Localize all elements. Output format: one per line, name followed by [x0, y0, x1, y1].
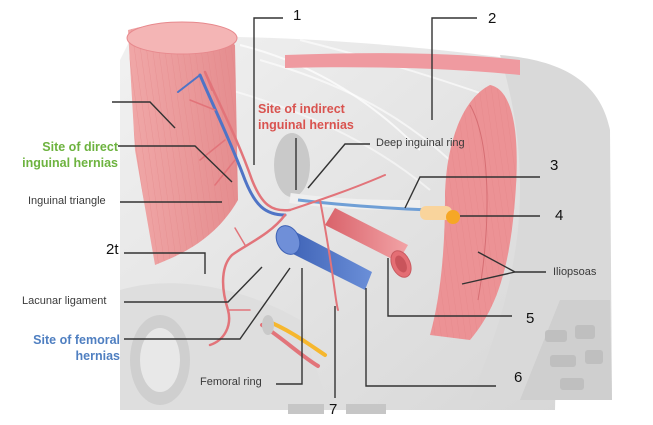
femoral-hernia-line1: Site of femoral [33, 333, 120, 347]
deep-inguinal-ring [274, 133, 310, 197]
number-label-1: 1 [293, 7, 302, 24]
femoral-hernia-site-label: Site of femoral hernias [2, 332, 120, 364]
inferior-epigastric-vessels [177, 70, 386, 347]
number-label-5: 5 [526, 310, 535, 327]
indirect-hernia-site-label: Site of indirect inguinal hernias [258, 101, 370, 133]
femoral-vein [275, 225, 372, 290]
indirect-hernia-line2: inguinal hernias [258, 118, 354, 132]
pelvic-bone [470, 55, 612, 400]
nerve-bundle [420, 206, 452, 220]
inguinal-triangle-label: Inguinal triangle [28, 195, 106, 207]
aponeurosis-band [285, 53, 520, 75]
number-label-4: 4 [555, 207, 564, 224]
leader-lines [112, 17, 546, 398]
number-label-7: 7 [329, 401, 338, 418]
number-label-2t: 2t [106, 241, 119, 258]
number-label-3: 3 [550, 157, 559, 174]
redacted-label-bar [346, 404, 386, 414]
femoral-artery [325, 208, 412, 278]
genitofemoral-nerve [446, 210, 460, 224]
iliopsoas-label: Iliopsoas [553, 266, 597, 278]
direct-hernia-line2: inguinal hernias [22, 156, 118, 170]
femoral-hernia-line2: hernias [75, 349, 120, 363]
pubic-bone [120, 283, 330, 410]
number-label-6: 6 [514, 369, 523, 386]
indirect-hernia-line1: Site of indirect [258, 102, 345, 116]
number-label-2: 2 [488, 10, 497, 27]
obturator-vessels [260, 315, 327, 368]
lacunar-ligament-label: Lacunar ligament [22, 295, 107, 307]
direct-hernia-line1: Site of direct [42, 140, 118, 154]
femoral-ring-label: Femoral ring [200, 376, 262, 388]
deep-inguinal-ring-label: Deep inguinal ring [376, 137, 465, 149]
redacted-label-bar [288, 404, 324, 414]
direct-hernia-site-label: Site of direct inguinal hernias [2, 139, 118, 171]
